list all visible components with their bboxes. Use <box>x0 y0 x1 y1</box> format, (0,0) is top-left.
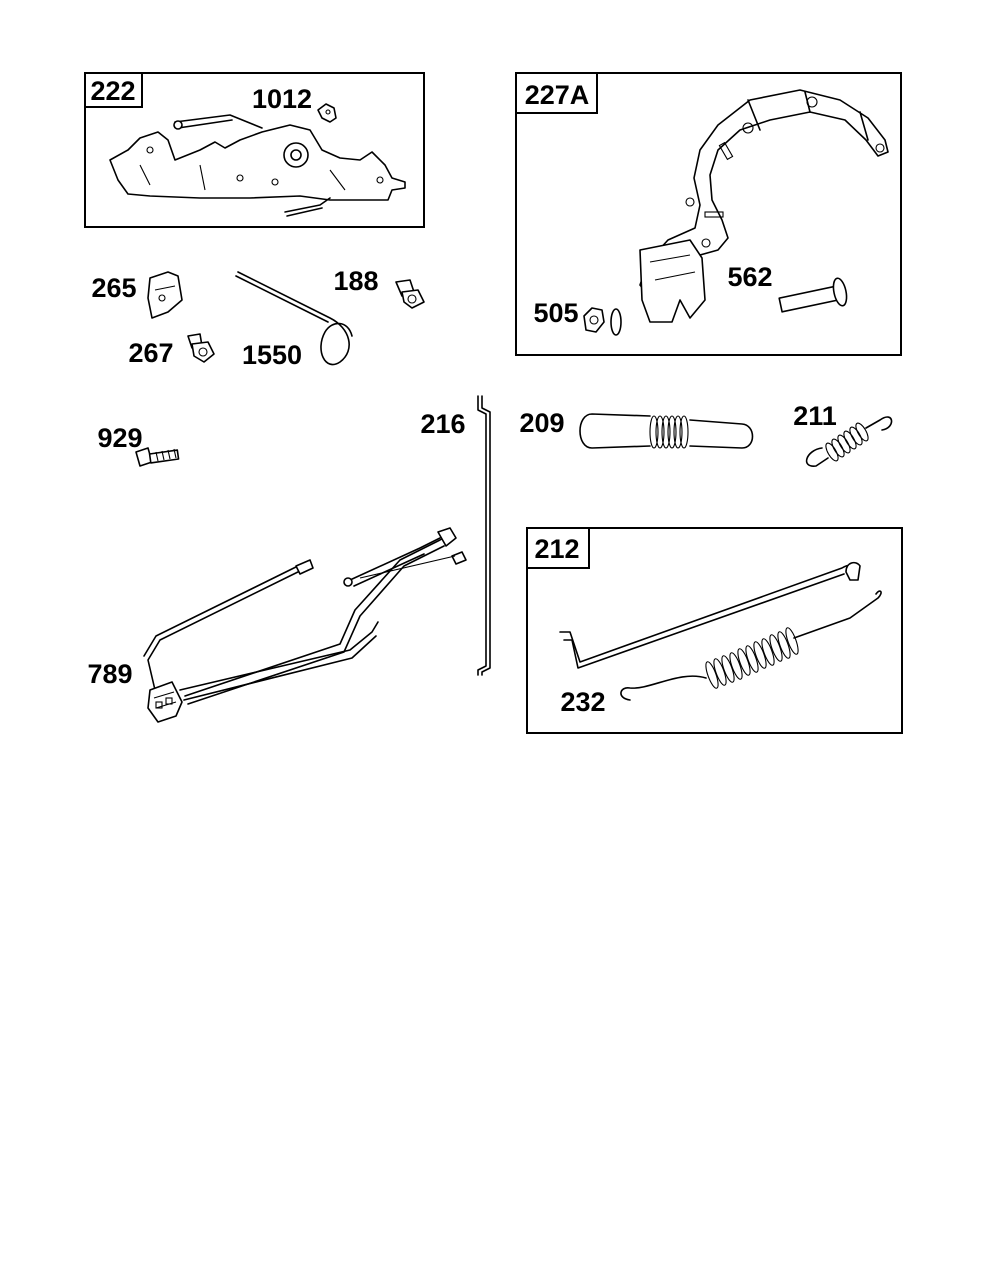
group-222: 222 1012 <box>84 72 425 228</box>
part-232-drawing <box>620 590 882 701</box>
part-1012-drawing <box>317 103 337 123</box>
part-209-label: 209 <box>519 408 564 438</box>
part-265-label: 265 <box>91 273 136 303</box>
part-505-label: 505 <box>533 298 578 328</box>
group-212-tag <box>526 527 590 569</box>
group-227A-frame <box>515 72 902 356</box>
part-188-drawing <box>395 279 425 309</box>
part-232-label: 232 <box>560 687 605 717</box>
part-211-label: 211 <box>793 401 837 431</box>
part-212-rod-drawing <box>559 561 861 669</box>
part-1550-label: 1550 <box>242 340 302 370</box>
governor-bracket-drawing <box>639 89 889 323</box>
part-216-label: 216 <box>420 409 465 439</box>
group-227A: 227A 562 505 <box>515 72 902 356</box>
part-562-label: 562 <box>727 262 772 292</box>
part-1012-label: 1012 <box>252 84 312 114</box>
part-505-drawing <box>583 307 622 336</box>
part-789-label: 789 <box>87 659 132 689</box>
group-227A-tag <box>515 72 598 114</box>
group-212: 212 232 <box>526 527 903 734</box>
group-227A-label: 227A <box>525 80 590 110</box>
group-222-frame <box>84 72 425 228</box>
part-929-label: 929 <box>97 423 142 453</box>
part-929-drawing <box>135 447 180 467</box>
group-212-frame <box>526 527 903 734</box>
part-789-drawing <box>143 527 467 723</box>
group-222-tag <box>84 72 143 108</box>
part-267-drawing <box>187 333 215 363</box>
part-265-drawing <box>147 271 183 319</box>
control-bracket-assembly-drawing <box>109 114 406 217</box>
part-188-label: 188 <box>333 266 378 296</box>
group-222-label: 222 <box>90 76 135 106</box>
part-209-drawing <box>579 413 754 449</box>
part-211-drawing <box>805 416 893 467</box>
part-1550-drawing <box>235 271 353 366</box>
group-212-label: 212 <box>534 534 579 564</box>
part-216-drawing <box>477 395 491 676</box>
part-267-label: 267 <box>128 338 173 368</box>
part-562-drawing <box>778 277 848 313</box>
